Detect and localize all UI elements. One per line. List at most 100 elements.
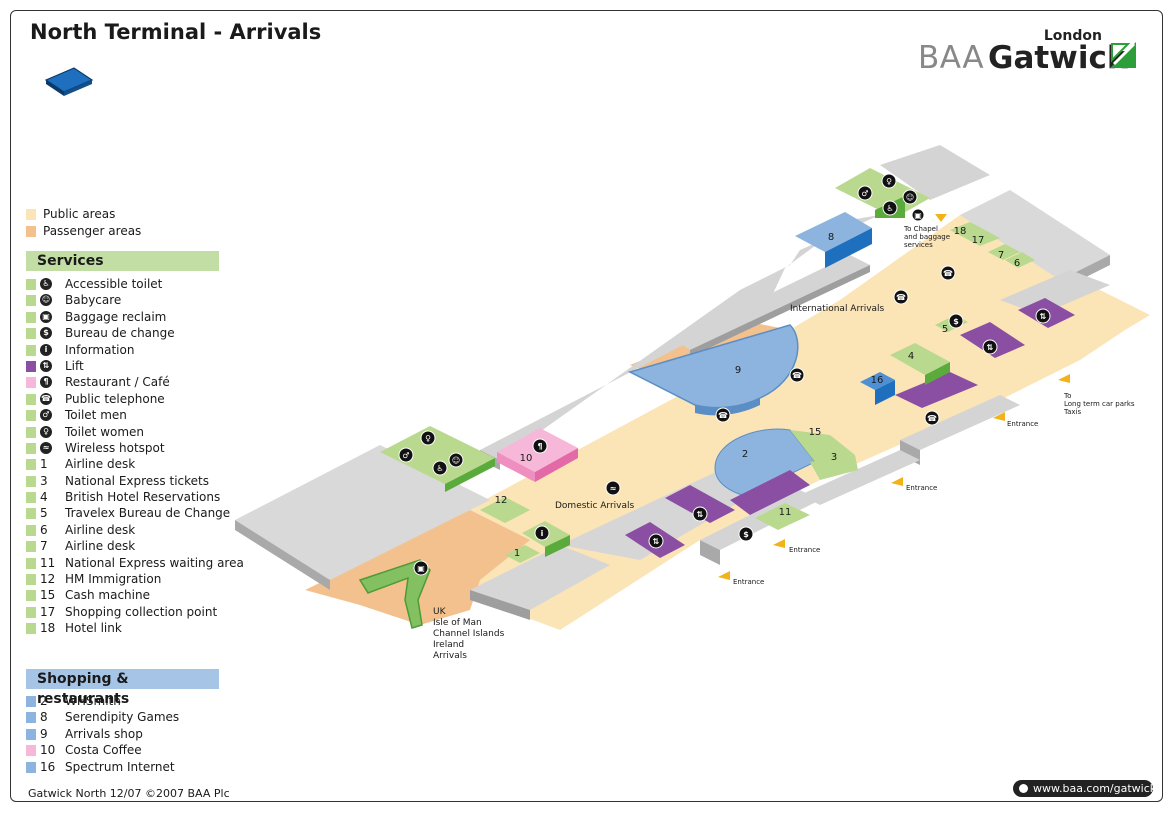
babycare-icon: ☺ <box>448 452 464 468</box>
unit-label-8: 8 <box>828 232 834 243</box>
legend-item: 12 HM Immigration <box>26 572 266 588</box>
lift-international-1 <box>895 372 978 408</box>
legend-label: Babycare <box>65 293 122 308</box>
lift-icon: ⇅ <box>648 533 664 549</box>
telephone-icon: ☎ <box>940 265 956 281</box>
legend-label: Airline desk <box>65 522 136 537</box>
legend-number: 15 <box>40 588 56 603</box>
logo-brand: BAA <box>918 40 985 76</box>
unit-3-national-express-tickets <box>810 455 858 480</box>
legend-label: HM Immigration <box>65 572 162 587</box>
svg-text:♿: ♿ <box>436 464 443 473</box>
svg-text:$: $ <box>953 317 959 326</box>
public-area-floor <box>410 215 1150 630</box>
toilet-men-icon: ♂ <box>40 409 52 422</box>
unit-16-spectrum-internet <box>860 372 895 390</box>
svg-text:▣: ▣ <box>417 564 425 573</box>
legend-item: 11 National Express waiting area <box>26 556 266 572</box>
unit-7-airline-desk <box>988 244 1020 260</box>
legend-number: 2 <box>40 694 48 708</box>
legend-item: ♀Toilet women <box>26 425 266 441</box>
legend-label: National Express waiting area <box>65 555 244 570</box>
southeast-wall-block <box>900 395 1020 450</box>
svg-text:☎: ☎ <box>896 293 906 302</box>
legend-passenger-areas: Passenger areas <box>26 224 221 241</box>
legend-number: 6 <box>40 522 48 537</box>
legend-swatch <box>26 393 36 405</box>
svg-text:⇅: ⇅ <box>653 537 660 546</box>
legend-label: Arrivals shop <box>65 726 143 741</box>
toilet-block-north <box>835 168 930 218</box>
telephone-icon: ☎ <box>715 407 731 423</box>
legend-number: 11 <box>40 555 56 570</box>
unit-1-airline-desk <box>505 545 540 563</box>
unit-15-cash-machine <box>790 430 855 462</box>
legend-item: ☎Public telephone <box>26 392 266 408</box>
legend-number: 9 <box>40 726 48 741</box>
legend-swatch <box>26 541 36 553</box>
wireless-hotspot-icon: ≈ <box>40 441 52 454</box>
accessible-toilet-icon: ♿ <box>432 460 448 476</box>
accessible-toilet-icon: ♿ <box>882 200 898 216</box>
lift-icon: ⇅ <box>40 359 52 372</box>
information-icon: i <box>40 343 52 356</box>
legend-swatch <box>26 426 36 438</box>
legend-label: Passenger areas <box>43 224 142 238</box>
legend-swatch <box>26 328 36 340</box>
unit-8-serendipity-games <box>795 212 872 252</box>
entrance-arrow <box>935 214 947 222</box>
entrance-arrow <box>773 539 785 548</box>
legend-swatch <box>26 344 36 356</box>
svg-text:i: i <box>541 529 544 538</box>
footer-credit: Gatwick North 12/07 ©2007 BAA Plc <box>28 787 230 800</box>
services-header: Services <box>26 251 219 271</box>
legend-number: 5 <box>40 506 48 521</box>
legend-label: Toilet women <box>65 424 145 439</box>
entrance-label: Entrance <box>789 546 820 554</box>
bureau-de-change-icon: $ <box>738 526 754 542</box>
legend-label: WHSmith <box>65 694 121 708</box>
legend-label: Serendipity Games <box>65 710 180 725</box>
legend-item: i Information <box>26 343 266 359</box>
accessible-toilet-icon: ♿ <box>40 278 52 290</box>
public-area-swatch <box>26 209 36 220</box>
unit-label-9: 9 <box>735 365 741 376</box>
svg-text:☎: ☎ <box>943 269 953 278</box>
legend-public-areas: Public areas <box>26 207 221 224</box>
unit-label-1: 1 <box>514 548 520 559</box>
legend-label: Information <box>65 342 135 357</box>
unit-2-whsmith <box>714 428 816 497</box>
legend-number: 1 <box>40 457 48 472</box>
website-link[interactable]: www.baa.com/gatwick <box>1013 780 1156 797</box>
unit-label-7: 7 <box>998 250 1004 261</box>
international-arrivals-label: International Arrivals <box>790 304 885 314</box>
legend-item: ¶Restaurant / Café <box>26 375 266 391</box>
chapel-label-line2: and baggage <box>904 233 950 241</box>
telephone-icon: ☎ <box>893 289 909 305</box>
services-list: ♿Accessible toilet☺Babycare▣Baggage recl… <box>26 277 266 638</box>
lift-domestic-1 <box>730 470 810 515</box>
legend-label: Shopping collection point <box>65 604 218 619</box>
legend-number: 12 <box>40 572 56 587</box>
svg-text:♿: ♿ <box>886 204 893 213</box>
chapel-label-line1: To Chapel <box>903 225 938 233</box>
toilet-men-icon: ♂ <box>398 447 414 463</box>
svg-text:☎: ☎ <box>927 414 937 423</box>
unit-label-12: 12 <box>495 495 508 506</box>
wireless-hotspot-icon: ≈ <box>605 480 621 496</box>
west-wall <box>235 445 490 580</box>
legend-label: Airline desk <box>65 539 136 554</box>
legend-label: Costa Coffee <box>65 743 142 758</box>
legend-label: Cash machine <box>65 588 150 603</box>
svg-text:$: $ <box>743 530 749 539</box>
car-parks-label-line3: Taxis <box>1063 408 1081 416</box>
legend-label: Public telephone <box>65 391 165 406</box>
unit-label-18: 18 <box>954 226 967 237</box>
unit-label-3: 3 <box>831 452 837 463</box>
baggage-reclaim-icon: ▣ <box>413 560 429 576</box>
svg-text:≈: ≈ <box>610 484 617 493</box>
